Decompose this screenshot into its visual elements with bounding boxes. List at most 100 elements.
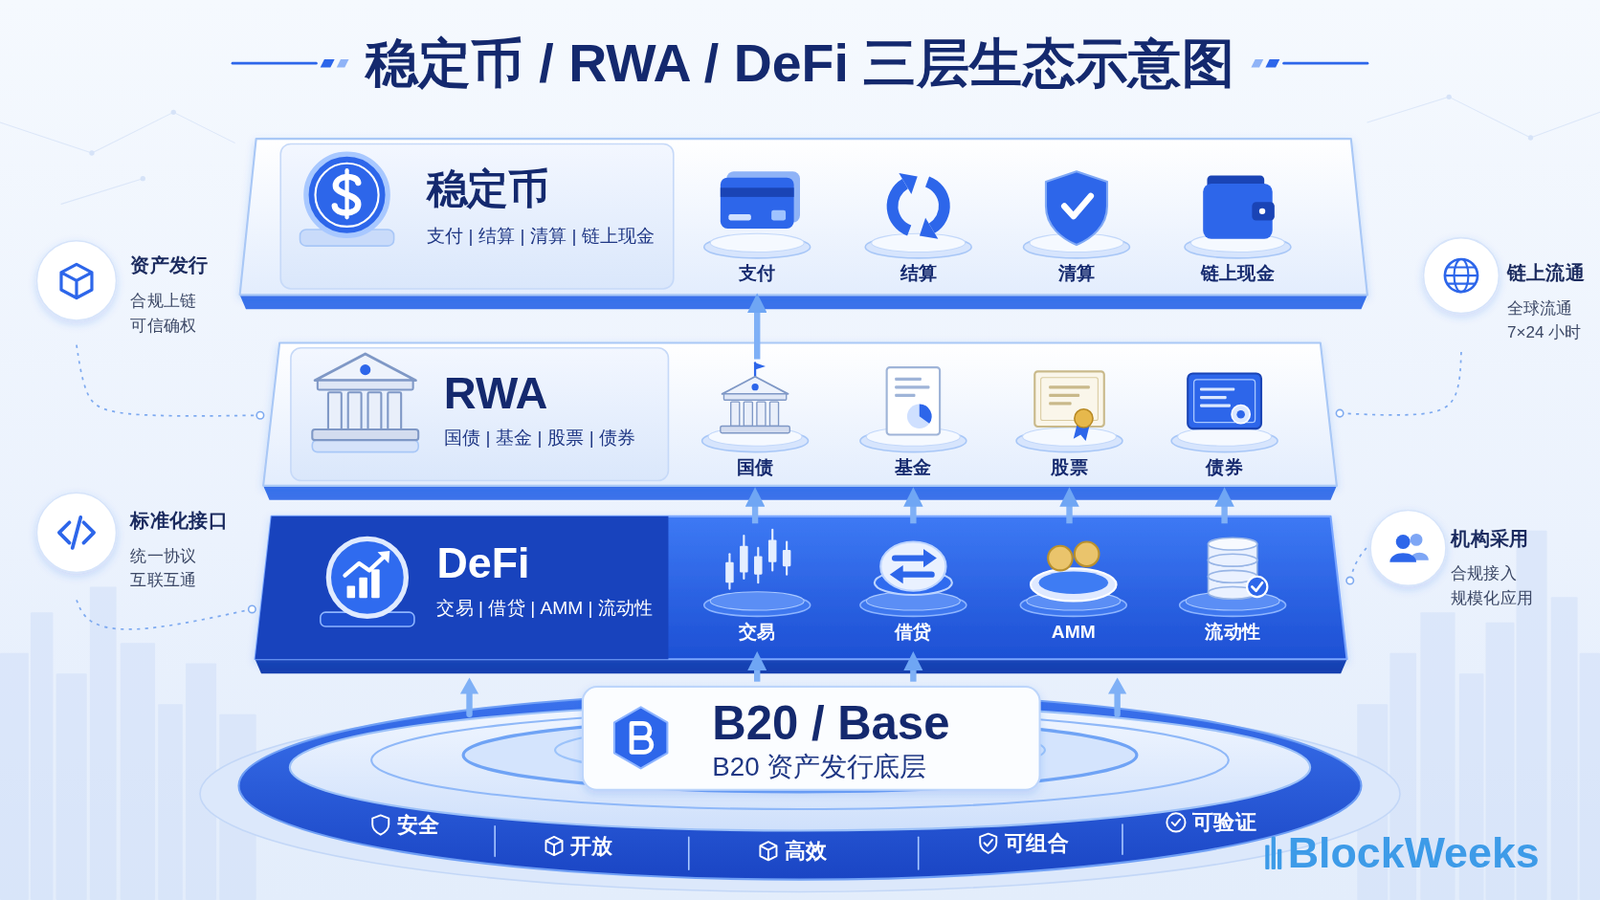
rect-decor: [1271, 837, 1276, 870]
side-callout: 资产发行合规上链 可信确权: [35, 240, 230, 343]
g-decor: [311, 354, 419, 441]
text-slot: 交易: [690, 622, 824, 645]
service-item: 交易: [690, 528, 824, 648]
base-title: B20 / Base: [711, 696, 950, 754]
text-slot: 支付 | 结算 | 清算 | 链上现金: [426, 225, 656, 248]
flow-arrow: [1221, 504, 1227, 525]
path-decor: [983, 840, 993, 846]
item-icon: [690, 169, 824, 262]
circle-decor: [171, 110, 177, 115]
circle-decor: [1236, 410, 1245, 420]
title-dash: [1250, 59, 1264, 68]
path-decor: [263, 342, 1337, 486]
ellipse-decor: [871, 233, 966, 252]
circle-decor: [140, 176, 146, 181]
rect-decor: [56, 673, 88, 900]
item-icon: [1010, 169, 1144, 262]
item-label: 股票: [1050, 457, 1088, 480]
rect-decor: [731, 401, 740, 426]
flow-arrow: [754, 310, 760, 360]
path-decor: [919, 218, 938, 240]
rect-decor: [358, 577, 368, 599]
item-label: 债券: [1205, 457, 1243, 480]
item-label: 交易: [738, 622, 776, 645]
item-icon: [688, 363, 823, 456]
layer-panel: 国债基金股票债券RWA国债 | 基金 | 股票 | 债券: [263, 341, 1337, 500]
layer-title: 稳定币: [426, 164, 550, 214]
path-decor: [344, 170, 349, 218]
g-decor: [311, 354, 419, 453]
path-decor: [1121, 824, 1124, 855]
item-icon: [1171, 169, 1305, 262]
g-decor: [36, 241, 116, 321]
rect-decor: [328, 392, 342, 430]
g-decor: [36, 492, 116, 573]
circle-decor: [1423, 238, 1500, 314]
text-slot: 结算: [851, 263, 985, 286]
rect-decor: [311, 429, 419, 441]
ellipse-decor: [1022, 427, 1116, 446]
item-label: AMM: [1051, 622, 1096, 645]
circle-decor: [314, 163, 378, 227]
rect-decor: [768, 539, 778, 562]
item-icon: [1006, 528, 1140, 621]
dashed-link: [76, 345, 261, 417]
label-slot: 可组合: [1004, 830, 1069, 857]
link-dot: [1335, 409, 1343, 417]
link-dot: [256, 411, 264, 419]
text-slot: 链上现金: [1171, 263, 1305, 286]
decor-arrow: [1113, 691, 1120, 714]
text-slot: 机构采用: [1450, 527, 1529, 551]
rect-decor: [368, 392, 382, 430]
circle-decor: [1396, 534, 1411, 550]
rect-decor: [723, 394, 786, 400]
service-item: 流动性: [1166, 528, 1300, 648]
text-slot: B20 资产发行底层: [711, 752, 926, 784]
path-decor: [372, 815, 389, 835]
text-slot: 清算: [1010, 263, 1144, 286]
text-slot: 交易 | 借贷 | AMM | 流动性: [436, 598, 653, 621]
label-slot: 可验证: [1192, 809, 1257, 836]
rect-decor: [1048, 385, 1090, 389]
rect-decor: [720, 187, 795, 198]
ellipse-decor: [1030, 568, 1117, 601]
path-decor: [240, 294, 1368, 310]
item-label: 流动性: [1204, 622, 1261, 645]
path-decor: [255, 516, 1348, 660]
service-item: 结算: [851, 169, 985, 289]
rect-decor: [1200, 403, 1231, 407]
path-decor: [901, 571, 933, 578]
rect-decor: [894, 385, 930, 389]
path-decor: [917, 837, 920, 870]
path-decor: [1045, 171, 1108, 245]
item-icon: [690, 528, 824, 621]
label-slot: 高效: [784, 838, 828, 865]
rect-decor: [0, 653, 29, 900]
feature-icon: [545, 837, 562, 856]
path-decor: [889, 565, 904, 584]
label-slot: 开放: [570, 833, 614, 860]
text-slot: 全球流通 7×24 小时: [1507, 295, 1594, 345]
path-decor: [255, 659, 1348, 674]
link-dot: [248, 605, 256, 613]
feature-label: 可组合: [1004, 830, 1069, 857]
text-slot: 国债: [688, 457, 823, 480]
circle-decor: [1047, 546, 1073, 572]
item-label: 清算: [1058, 263, 1095, 286]
callout-title: 资产发行: [130, 253, 208, 277]
rect-decor: [1251, 201, 1274, 221]
rect-decor: [1202, 183, 1273, 240]
path-decor: [894, 555, 926, 561]
rect-decor: [30, 612, 53, 900]
g-decor: [887, 173, 951, 240]
g-decor: [1184, 176, 1291, 259]
g-decor: [860, 367, 967, 453]
text-slot: 基金: [846, 457, 980, 480]
ellipse-decor: [880, 542, 946, 592]
rect-decor: [743, 401, 753, 426]
text-slot: 统一协议 互联互通: [130, 544, 217, 594]
ellipse-decor: [710, 592, 804, 611]
ellipse-decor: [1208, 554, 1258, 567]
text-slot: 国债 | 基金 | 股票 | 债券: [444, 427, 637, 450]
